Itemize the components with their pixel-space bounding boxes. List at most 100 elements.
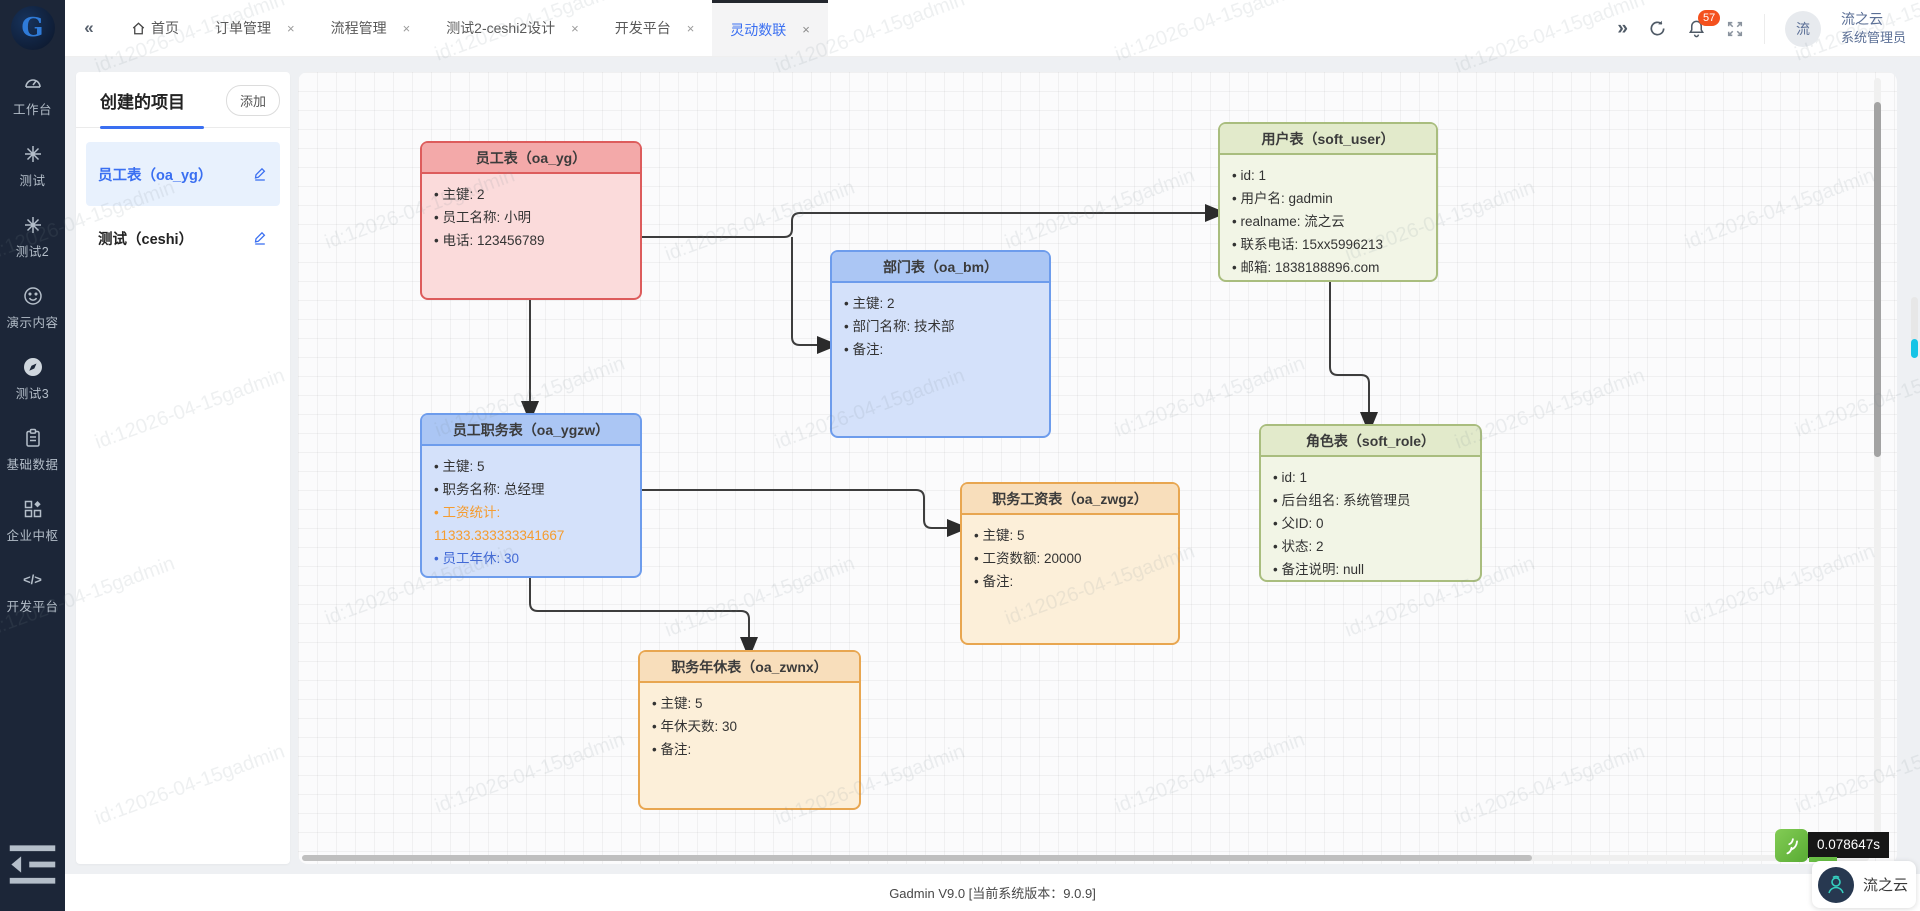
er-diagram-canvas[interactable]: 员工表（oa_yg） 主键: 2 员工名称: 小明 电话: 123456789 … [298, 72, 1897, 864]
sidebar-item-test2[interactable]: 测试2 [0, 202, 65, 273]
entity-field: 邮箱: 1838188896.com [1232, 256, 1424, 279]
close-icon[interactable]: × [287, 20, 295, 36]
compass-icon [23, 358, 42, 376]
entity-field: 年休天数: 30 [652, 715, 847, 738]
edit-pencil-icon[interactable] [252, 230, 268, 246]
entity-field: realname: 流之云 [1232, 210, 1424, 233]
user-name: 流之云 [1840, 11, 1883, 28]
entity-oa-zwgz[interactable]: 职务工资表（oa_zwgz） 主键: 5 工资数额: 20000 备注: [960, 482, 1180, 645]
tab-ceshi2-design[interactable]: 测试2-ceshi2设计 × [428, 0, 597, 56]
fullscreen-icon[interactable] [1726, 20, 1744, 38]
divider [1763, 13, 1765, 44]
tab-label: 流程管理 [330, 20, 387, 36]
entity-field: 联系电话: 15xx5996213 [1232, 233, 1424, 256]
panel-title: 创建的项目 [100, 93, 185, 112]
refresh-icon[interactable] [1648, 19, 1667, 38]
sidebar-item-label: 测试 [19, 174, 46, 188]
sidebar-item-label: 开发平台 [6, 600, 59, 614]
entity-field: 工资统计: [434, 501, 628, 524]
sidebar-item-label: 测试3 [15, 387, 50, 401]
home-icon [132, 21, 145, 34]
entity-field: id: 1 [1232, 164, 1424, 187]
entity-oa-bm[interactable]: 部门表（oa_bm） 主键: 2 部门名称: 技术部 备注: [830, 250, 1051, 438]
sidebar-item-label: 基础数据 [6, 458, 59, 472]
close-icon[interactable]: × [686, 20, 695, 36]
connector-ygzw-to-zwnx [529, 578, 758, 659]
entity-field: 用户名: gadmin [1232, 187, 1424, 210]
edit-pencil-icon[interactable] [252, 166, 268, 182]
entity-field: 主键: 5 [652, 692, 847, 715]
tab-label: 灵动数联 [730, 21, 787, 38]
chip-avatar [1818, 866, 1854, 903]
entity-field: 备注: [974, 570, 1166, 593]
footer-bar: Gadmin V9.0 [当前系统版本：9.0.9] [65, 874, 1920, 911]
entity-field: 备注说明: null [1273, 558, 1468, 581]
entity-field: 主键: 5 [434, 455, 628, 478]
canvas-hscrollbar-thumb[interactable] [302, 855, 1532, 861]
page-scrollbar-thumb-accent[interactable] [1911, 339, 1918, 358]
entity-oa-ygzw[interactable]: 员工职务表（oa_ygzw） 主键: 5 职务名称: 总经理 工资统计: 113… [420, 413, 642, 578]
entity-oa-zwnx[interactable]: 职务年休表（oa_zwnx） 主键: 5 年休天数: 30 备注: [638, 650, 861, 810]
sidebar-item-workbench[interactable]: 工作台 [0, 60, 65, 131]
entity-title: 员工职务表（oa_ygzw） [422, 415, 640, 446]
sidebar-item-enterprise[interactable]: 企业中枢 [0, 486, 65, 557]
render-timer: 0.078647s [1775, 829, 1890, 862]
timer-value: 0.078647s [1808, 832, 1890, 858]
app-logo-icon[interactable]: G [10, 6, 55, 50]
connector-ygzw-to-zwgz [642, 489, 969, 537]
entity-field: 主键: 2 [434, 183, 628, 206]
menu-fold-icon[interactable] [0, 832, 65, 897]
entity-field: 后台组名: 系统管理员 [1273, 489, 1468, 512]
entity-oa-yg[interactable]: 员工表（oa_yg） 主键: 2 员工名称: 小明 电话: 123456789 [420, 141, 642, 300]
user-info[interactable]: 流之云 系统管理员 [1841, 10, 1906, 46]
sidebar-item-label: 企业中枢 [6, 529, 59, 543]
entity-title: 用户表（soft_user） [1220, 124, 1436, 155]
close-icon[interactable]: × [802, 22, 810, 37]
project-name: 员工表（oa_yg） [98, 167, 213, 184]
project-name: 测试（ceshi） [98, 231, 194, 248]
sidebar-item-test[interactable]: 测试 [0, 131, 65, 202]
dashboard-icon [24, 79, 41, 88]
page-scrollbar-thumb[interactable] [1911, 297, 1918, 341]
topbar-actions: » 57 流 流之云 系统管理员 [1617, 0, 1906, 57]
entity-title: 角色表（soft_role） [1261, 426, 1480, 457]
close-icon[interactable]: × [402, 20, 411, 36]
tab-label: 测试2-ceshi2设计 [446, 20, 556, 36]
leaf-icon[interactable] [1775, 829, 1808, 862]
entity-soft-role[interactable]: 角色表（soft_role） id: 1 后台组名: 系统管理员 父ID: 0 … [1259, 424, 1482, 582]
sidebar: G 工作台 测试 测试2 演示内容 测试3 基础数据 企业中枢 </> 开发平台 [0, 0, 65, 911]
projects-panel: 创建的项目 添加 员工表（oa_yg） 测试（ceshi） [76, 72, 290, 864]
tab-process[interactable]: 流程管理 × [313, 0, 429, 56]
projects-panel-header: 创建的项目 添加 [76, 72, 290, 129]
tab-home[interactable]: 首页 [113, 0, 197, 56]
entity-field: 员工名称: 小明 [434, 206, 628, 229]
collapse-tabs-icon[interactable]: « [84, 18, 94, 37]
close-icon[interactable]: × [571, 20, 579, 36]
user-chip[interactable]: 流之云 [1812, 861, 1916, 908]
user-avatar[interactable]: 流 [1784, 10, 1821, 47]
tab-devplatform[interactable]: 开发平台 × [597, 0, 713, 56]
canvas-vscrollbar-thumb[interactable] [1874, 102, 1881, 457]
project-item-oa-yg[interactable]: 员工表（oa_yg） [86, 142, 280, 206]
entity-field: id: 1 [1273, 466, 1468, 489]
version-text: Gadmin V9.0 [当前系统版本：9.0.9] [889, 886, 1096, 901]
canvas-vscrollbar-track[interactable] [1874, 78, 1881, 854]
sidebar-item-basedata[interactable]: 基础数据 [0, 415, 65, 486]
notifications-bell-icon[interactable]: 57 [1687, 10, 1721, 38]
tab-dynamic-data-active[interactable]: 灵动数联 × [712, 0, 828, 56]
entity-soft-user[interactable]: 用户表（soft_user） id: 1 用户名: gadmin realnam… [1218, 122, 1438, 282]
expand-tabs-icon[interactable]: » [1617, 17, 1628, 39]
chip-username: 流之云 [1863, 877, 1909, 894]
entity-title: 职务年休表（oa_zwnx） [640, 652, 859, 683]
sidebar-item-demo[interactable]: 演示内容 [0, 273, 65, 344]
sidebar-item-test3[interactable]: 测试3 [0, 344, 65, 415]
tab-orders[interactable]: 订单管理 × [197, 0, 313, 56]
entity-title: 员工表（oa_yg） [422, 143, 640, 174]
project-item-ceshi[interactable]: 测试（ceshi） [86, 216, 280, 260]
add-project-button[interactable]: 添加 [225, 85, 280, 116]
entity-field: 状态: 2 [1273, 535, 1468, 558]
entity-title: 部门表（oa_bm） [832, 252, 1049, 283]
connector-emp-to-dept [791, 237, 839, 354]
snowflake-icon [24, 217, 41, 233]
sidebar-item-devplatform[interactable]: </> 开发平台 [0, 557, 65, 628]
